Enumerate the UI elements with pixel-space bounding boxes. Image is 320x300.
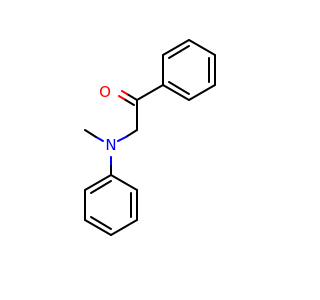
- bond: [188, 84, 216, 101]
- bond: [110, 174, 138, 191]
- carbonyl-double-bond: [118, 90, 138, 106]
- bond: [110, 219, 138, 236]
- bond: [162, 84, 190, 101]
- oxygen-atom-label: O: [99, 83, 111, 101]
- bond-n-methyl: [84, 129, 97, 138]
- bond: [84, 174, 112, 191]
- bond: [162, 39, 190, 56]
- bond-double-inner: [90, 216, 112, 230]
- benzene-ring-top: [162, 39, 216, 101]
- molecule-structure-diagram: O N: [84, 39, 216, 236]
- bond: [84, 219, 112, 236]
- bond: [188, 39, 216, 56]
- bond-double-inner: [168, 45, 190, 59]
- bond: [95, 136, 104, 142]
- nitrogen-atom-label: N: [105, 136, 116, 154]
- bond: [121, 90, 128, 95]
- bond: [126, 93, 138, 101]
- bond-carbonyl-ring: [136, 84, 164, 101]
- bond-double-inner: [168, 81, 190, 95]
- bond: [125, 129, 138, 138]
- bond: [118, 95, 125, 100]
- bond: [117, 136, 127, 142]
- benzene-ring-bottom: [84, 174, 138, 236]
- bond-double-inner: [90, 180, 112, 194]
- bond: [123, 98, 135, 106]
